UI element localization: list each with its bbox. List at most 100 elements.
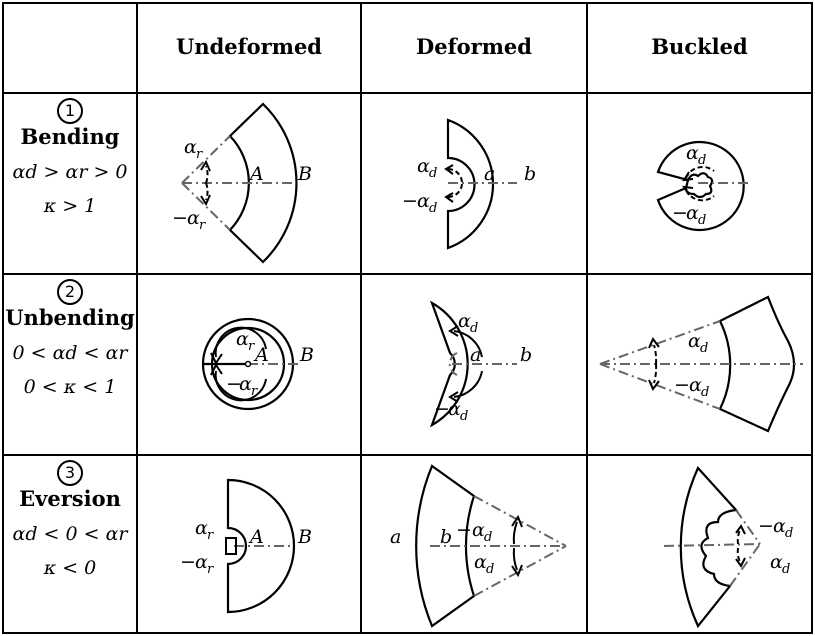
- angle-arrow-lower: [685, 189, 715, 202]
- row-name: Eversion: [19, 486, 121, 511]
- label-a: a: [484, 163, 495, 185]
- label-B: B: [297, 163, 312, 185]
- svg-text:d: d: [470, 321, 478, 336]
- svg-text:α: α: [239, 373, 252, 395]
- angle-arrowhead-upper: [511, 514, 523, 528]
- annular-sector-shape: [415, 464, 476, 628]
- svg-text:−: −: [180, 551, 196, 573]
- axis-upper: [735, 509, 761, 545]
- svg-text:r: r: [207, 562, 214, 577]
- axis-lower: [599, 363, 721, 410]
- svg-text:d: d: [701, 385, 709, 400]
- svg-text:d: d: [700, 341, 708, 356]
- angle-bracket: [225, 537, 237, 555]
- svg-text:d: d: [698, 153, 706, 168]
- table-divider-col3: [586, 2, 588, 634]
- row-label-eversion: 3 Eversion αd < 0 < αr κ < 0: [4, 460, 136, 579]
- svg-text:d: d: [785, 526, 793, 541]
- label-B: B: [299, 344, 314, 366]
- row-label-bending: 1 Bending αd > αr > 0 κ > 1: [4, 98, 136, 217]
- angle-arrow-upper: [214, 326, 267, 358]
- svg-text:α: α: [187, 207, 200, 229]
- angle-arrowhead-lower: [448, 391, 459, 403]
- svg-text:−: −: [674, 374, 690, 396]
- angle-arrowhead-upper: [735, 524, 746, 535]
- pacman-shape: [656, 140, 745, 232]
- row-condition-kappa: 0 < κ < 1: [23, 376, 117, 398]
- angle-arrow-upper: [653, 344, 658, 365]
- angle-arrowhead-upper: [448, 325, 459, 337]
- table-divider-header: [2, 92, 813, 94]
- label-b: b: [440, 526, 452, 548]
- table-border-left: [2, 2, 4, 634]
- svg-text:d: d: [782, 562, 790, 577]
- angle-arrowhead-lower: [444, 192, 454, 203]
- row-condition-alpha: αd < 0 < αr: [12, 523, 128, 545]
- svg-text:−: −: [672, 202, 688, 224]
- angle-arrow-lower: [512, 547, 518, 571]
- svg-text:α: α: [458, 310, 471, 332]
- svg-text:d: d: [486, 562, 494, 577]
- table-border-bottom: [2, 632, 813, 634]
- row-number-badge: 3: [57, 460, 83, 486]
- row-name: Unbending: [5, 305, 135, 330]
- row-name: Bending: [20, 124, 120, 149]
- svg-text:α: α: [195, 551, 208, 573]
- axis-lower: [729, 543, 761, 587]
- angle-arrow-upper: [447, 168, 463, 184]
- label-A: A: [253, 344, 269, 366]
- wavy-inner-boundary: [684, 172, 714, 199]
- label-B: B: [297, 526, 312, 548]
- angle-arrowhead-upper: [200, 159, 211, 172]
- svg-text:α: α: [474, 551, 487, 573]
- header-deformed: Deformed: [416, 34, 532, 59]
- angle-arrowhead-upper: [682, 171, 694, 182]
- angle-arrow-upper: [453, 330, 483, 358]
- label-A: A: [248, 163, 264, 185]
- svg-text:d: d: [484, 530, 492, 545]
- table-divider-col1: [136, 2, 138, 634]
- svg-text:α: α: [689, 374, 702, 396]
- svg-text:r: r: [248, 339, 255, 354]
- row-number-badge: 1: [57, 98, 83, 124]
- header-buckled: Buckled: [651, 34, 748, 59]
- angle-arrowhead-lower: [735, 557, 746, 568]
- header-undeformed: Undeformed: [176, 34, 322, 59]
- angle-arrow-upper: [512, 521, 518, 545]
- table-divider-col2: [360, 2, 362, 634]
- angle-arrow-lower: [453, 370, 483, 398]
- svg-text:r: r: [207, 528, 214, 543]
- svg-text:d: d: [429, 166, 437, 181]
- table-border-right: [811, 2, 813, 634]
- annular-sector-shape: [228, 102, 298, 264]
- angle-arrowhead-lower: [682, 185, 694, 196]
- row-label-unbending: 2 Unbending 0 < αd < αr 0 < κ < 1: [4, 279, 136, 398]
- svg-text:d: d: [460, 409, 468, 424]
- svg-text:r: r: [196, 147, 203, 162]
- svg-text:α: α: [770, 551, 783, 573]
- axis-upper: [473, 495, 567, 547]
- axis-lower: [181, 182, 231, 231]
- axis-upper: [599, 320, 721, 365]
- svg-text:−: −: [456, 519, 472, 541]
- axis-inner-arc: [448, 352, 458, 376]
- angle-arrowhead-lower: [511, 564, 523, 578]
- row-condition-kappa: κ > 1: [43, 195, 97, 217]
